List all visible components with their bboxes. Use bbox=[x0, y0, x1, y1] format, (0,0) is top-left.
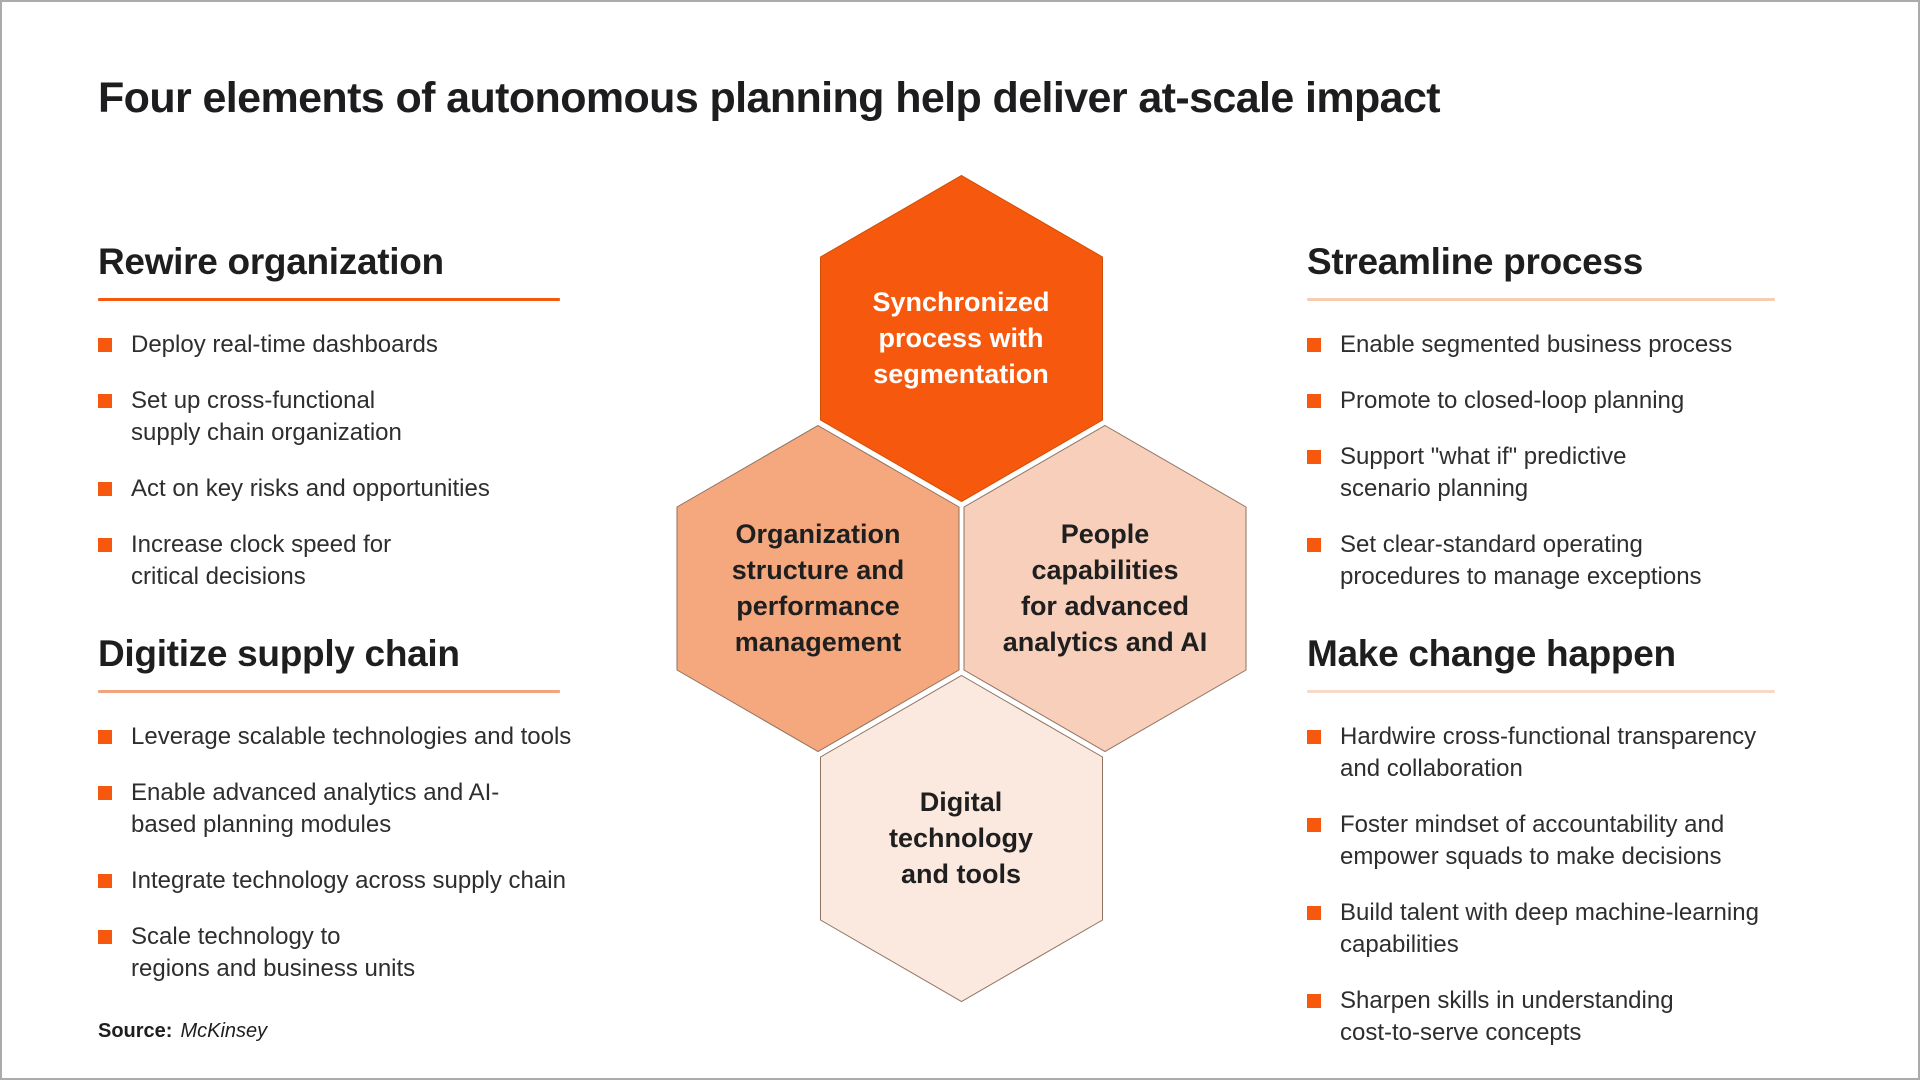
bullet-text: Set up cross-functional supply chain org… bbox=[131, 387, 402, 446]
list-item: Enable advanced analytics and AI- based … bbox=[98, 777, 618, 841]
list-item: Enable segmented business process bbox=[1307, 329, 1852, 361]
bullet-text: Enable advanced analytics and AI- based … bbox=[131, 779, 500, 838]
bullet-text: Enable segmented business process bbox=[1340, 331, 1733, 358]
source-note: Source: McKinsey bbox=[98, 1020, 267, 1043]
bullet-text: Hardwire cross-functional transparency a… bbox=[1340, 723, 1757, 782]
bullet-square-icon bbox=[98, 338, 112, 352]
hexagon-cluster bbox=[676, 174, 1247, 1003]
list-item: Increase clock speed for critical decisi… bbox=[98, 529, 578, 593]
bullet-square-icon bbox=[1307, 450, 1321, 464]
list-item: Act on key risks and opportunities bbox=[98, 473, 578, 505]
section-underline bbox=[1307, 690, 1775, 693]
bullet-text: Leverage scalable technologies and tools bbox=[131, 723, 572, 750]
bullet-text: Set clear-standard operating procedures … bbox=[1340, 531, 1702, 590]
section-title: Rewire organization bbox=[98, 241, 444, 282]
bullet-square-icon bbox=[98, 930, 112, 944]
bullet-square-icon bbox=[1307, 818, 1321, 832]
list-item: Sharpen skills in understanding cost-to-… bbox=[1307, 985, 1852, 1049]
bullet-square-icon bbox=[98, 874, 112, 888]
bullet-text: Foster mindset of accountability and emp… bbox=[1340, 811, 1725, 870]
page-title: Four elements of autonomous planning hel… bbox=[98, 74, 1441, 122]
bullet-list: Leverage scalable technologies and tools… bbox=[98, 721, 618, 985]
list-item: Support "what if" predictive scenario pl… bbox=[1307, 441, 1852, 505]
hexagon-label-people-capabilities: People capabilities for advanced analyti… bbox=[1002, 519, 1208, 657]
bullet-text: Promote to closed-loop planning bbox=[1340, 387, 1685, 414]
bullet-text: Support "what if" predictive scenario pl… bbox=[1340, 443, 1627, 502]
section-make-change-happen: Make change happen Hardwire cross-functi… bbox=[1307, 632, 1852, 1073]
source-value: McKinsey bbox=[180, 1020, 268, 1042]
section-title: Streamline process bbox=[1307, 241, 1643, 282]
bullet-text: Deploy real-time dashboards bbox=[131, 331, 438, 358]
bullet-square-icon bbox=[98, 730, 112, 744]
bullet-square-icon bbox=[1307, 994, 1321, 1008]
bullet-square-icon bbox=[98, 538, 112, 552]
section-underline bbox=[1307, 298, 1775, 301]
section-streamline-process: Streamline process Enable segmented busi… bbox=[1307, 240, 1852, 617]
hexagon-people-capabilities bbox=[963, 424, 1247, 753]
bullet-list: Enable segmented business process Promot… bbox=[1307, 329, 1852, 593]
bullet-square-icon bbox=[1307, 538, 1321, 552]
bullet-list: Hardwire cross-functional transparency a… bbox=[1307, 721, 1852, 1049]
bullet-square-icon bbox=[98, 786, 112, 800]
hexagon-label-digital-technology: Digital technology and tools bbox=[888, 787, 1033, 889]
bullet-square-icon bbox=[1307, 906, 1321, 920]
section-digitize-supply-chain: Digitize supply chain Leverage scalable … bbox=[98, 632, 618, 1009]
bullet-text: Sharpen skills in understanding cost-to-… bbox=[1340, 987, 1674, 1046]
list-item: Hardwire cross-functional transparency a… bbox=[1307, 721, 1852, 785]
list-item: Scale technology to regions and business… bbox=[98, 921, 618, 985]
bullet-square-icon bbox=[98, 394, 112, 408]
section-title: Make change happen bbox=[1307, 633, 1676, 674]
hexagon-organization-structure bbox=[676, 424, 960, 753]
list-item: Promote to closed-loop planning bbox=[1307, 385, 1852, 417]
list-item: Build talent with deep machine-learning … bbox=[1307, 897, 1852, 961]
hexagon-label-synchronized-process: Synchronized process with segmentation bbox=[872, 287, 1050, 389]
list-item: Leverage scalable technologies and tools bbox=[98, 721, 618, 753]
list-item: Set clear-standard operating procedures … bbox=[1307, 529, 1852, 593]
bullet-text: Increase clock speed for critical decisi… bbox=[131, 531, 392, 590]
hexagon-synchronized-process bbox=[820, 174, 1103, 503]
bullet-text: Scale technology to regions and business… bbox=[131, 923, 416, 982]
source-label: Source: bbox=[98, 1020, 173, 1042]
bullet-square-icon bbox=[1307, 338, 1321, 352]
list-item: Set up cross-functional supply chain org… bbox=[98, 385, 578, 449]
section-rewire-organization: Rewire organization Deploy real-time das… bbox=[98, 240, 578, 617]
section-title: Digitize supply chain bbox=[98, 633, 460, 674]
bullet-list: Deploy real-time dashboards Set up cross… bbox=[98, 329, 578, 593]
bullet-text: Build talent with deep machine-learning … bbox=[1340, 899, 1759, 958]
bullet-square-icon bbox=[1307, 394, 1321, 408]
section-underline bbox=[98, 298, 560, 301]
list-item: Foster mindset of accountability and emp… bbox=[1307, 809, 1852, 873]
bullet-square-icon bbox=[1307, 730, 1321, 744]
bullet-text: Act on key risks and opportunities bbox=[131, 475, 490, 502]
bullet-square-icon bbox=[98, 482, 112, 496]
list-item: Deploy real-time dashboards bbox=[98, 329, 578, 361]
bullet-text: Integrate technology across supply chain bbox=[131, 867, 566, 894]
hexagon-label-organization-structure: Organization structure and performance m… bbox=[731, 519, 905, 657]
hexagon-digital-technology bbox=[820, 674, 1103, 1003]
list-item: Integrate technology across supply chain bbox=[98, 865, 618, 897]
section-underline bbox=[98, 690, 560, 693]
